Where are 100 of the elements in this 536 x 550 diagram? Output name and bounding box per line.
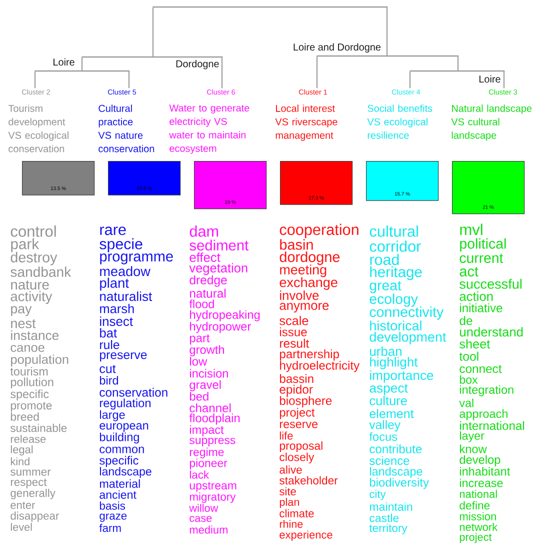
keyword: migratory: [190, 492, 236, 503]
keyword: science: [370, 456, 410, 465]
keyword: large: [100, 410, 125, 422]
keyword: integration: [460, 385, 514, 396]
keyword: european: [100, 423, 148, 432]
keyword: ancient: [100, 490, 136, 499]
keyword: historical: [370, 320, 422, 330]
keyword: successful: [460, 278, 522, 289]
keyword: farm: [99, 524, 121, 532]
keyword: sheet: [460, 339, 490, 348]
keyword: cut: [100, 364, 116, 374]
keyword: pioneer: [190, 458, 228, 470]
keyword: bat: [100, 328, 117, 338]
keyword: generally: [10, 488, 56, 500]
keyword: box: [460, 375, 478, 384]
keyword: kind: [10, 457, 30, 466]
keyword: international: [460, 421, 524, 430]
dendrogram-link: [410, 70, 505, 72]
dendrogram-link: [82, 56, 223, 58]
keyword: importance: [370, 370, 434, 383]
keyword: basis: [100, 501, 126, 510]
keyword: landscape: [370, 466, 422, 478]
keyword: summer: [10, 470, 51, 476]
keyword: park: [11, 238, 40, 252]
dendrogram-branch: [316, 56, 318, 89]
cluster-description: Water to generate electricity VS water to maintain ecosystem: [169, 104, 250, 154]
keyword: biodiversity: [370, 478, 429, 490]
keyword: respect: [10, 478, 47, 488]
keyword: destroy: [10, 252, 58, 266]
keyword: culture: [370, 396, 407, 406]
keyword: de: [460, 316, 472, 326]
dendrogram-branch: [386, 7, 388, 56]
keyword: control: [10, 225, 56, 237]
keyword: release: [10, 434, 46, 443]
keyword: hydroelectricity: [280, 360, 360, 372]
keyword: act: [460, 267, 478, 276]
keyword: hydropeaking: [190, 310, 260, 322]
keyword: meeting: [280, 264, 326, 278]
keyword: common: [100, 446, 144, 454]
keyword: mvl: [460, 224, 482, 235]
keyword: develop: [460, 455, 500, 466]
cluster-description: Social benefits VS ecological resilience: [367, 104, 432, 139]
keyword: approach: [460, 409, 508, 420]
keyword: sustainable: [10, 424, 67, 432]
keyword: scale: [280, 316, 308, 326]
branch-label: Loire: [479, 75, 500, 83]
keyword: anymore: [280, 302, 329, 312]
keyword: population: [11, 354, 68, 366]
keyword: political: [460, 238, 506, 252]
keyword: landscape: [100, 467, 152, 478]
keyword: regime: [190, 448, 224, 458]
keyword: road: [370, 254, 399, 266]
keyword: level: [10, 522, 32, 531]
keyword: aspect: [370, 384, 408, 396]
dendrogram-link: [152, 6, 388, 8]
keyword: action: [460, 292, 493, 301]
cluster-description: Cultural practice VS nature conservation: [98, 104, 154, 152]
keyword: specific: [10, 390, 49, 400]
keyword: programme: [100, 254, 173, 264]
keyword: breed: [10, 412, 39, 421]
keyword: specie: [100, 238, 142, 252]
keyword: val: [459, 398, 474, 408]
keyword: know: [460, 444, 487, 454]
keyword: suppress: [190, 438, 236, 446]
keyword: territory: [369, 524, 408, 534]
keyword: upstream: [190, 482, 236, 492]
keyword: castle: [370, 514, 399, 522]
keyword: rhine: [280, 520, 303, 528]
keyword: flood: [189, 300, 214, 308]
keyword: conservation: [100, 388, 168, 397]
keyword: element: [370, 408, 414, 418]
dendrogram-branch: [34, 71, 36, 89]
keyword: marsh: [100, 304, 134, 314]
keyword: canoe: [10, 344, 44, 352]
cluster-description: Local interest VS riverscape management: [275, 104, 338, 141]
keyword: proposal: [280, 441, 322, 452]
keyword: inhabitant: [460, 466, 510, 476]
dendrogram-branch: [152, 7, 154, 57]
keyword: effect: [190, 252, 220, 262]
keyword: current: [460, 254, 504, 263]
keyword: dam: [190, 226, 218, 237]
keyword: valley: [369, 420, 400, 432]
keyword: promote: [10, 402, 52, 412]
keyword: maintain: [370, 502, 412, 511]
keyword: city: [370, 490, 386, 500]
keyword: urban: [370, 346, 402, 356]
keyword: part: [190, 334, 210, 345]
keyword: hydropower: [190, 322, 251, 333]
keyword: partnership: [280, 349, 339, 361]
keyword: bed: [190, 392, 208, 401]
keyword: natural: [190, 288, 226, 298]
keyword: great: [370, 281, 402, 294]
keyword: highlight: [370, 357, 418, 370]
keyword: basin: [280, 239, 313, 250]
keyword: mission: [460, 512, 496, 520]
keyword: enter: [10, 502, 35, 509]
keyword: bird: [100, 376, 118, 385]
keyword: graze: [100, 514, 127, 522]
keyword: sandbank: [10, 266, 72, 277]
keyword: sediment: [190, 240, 248, 251]
